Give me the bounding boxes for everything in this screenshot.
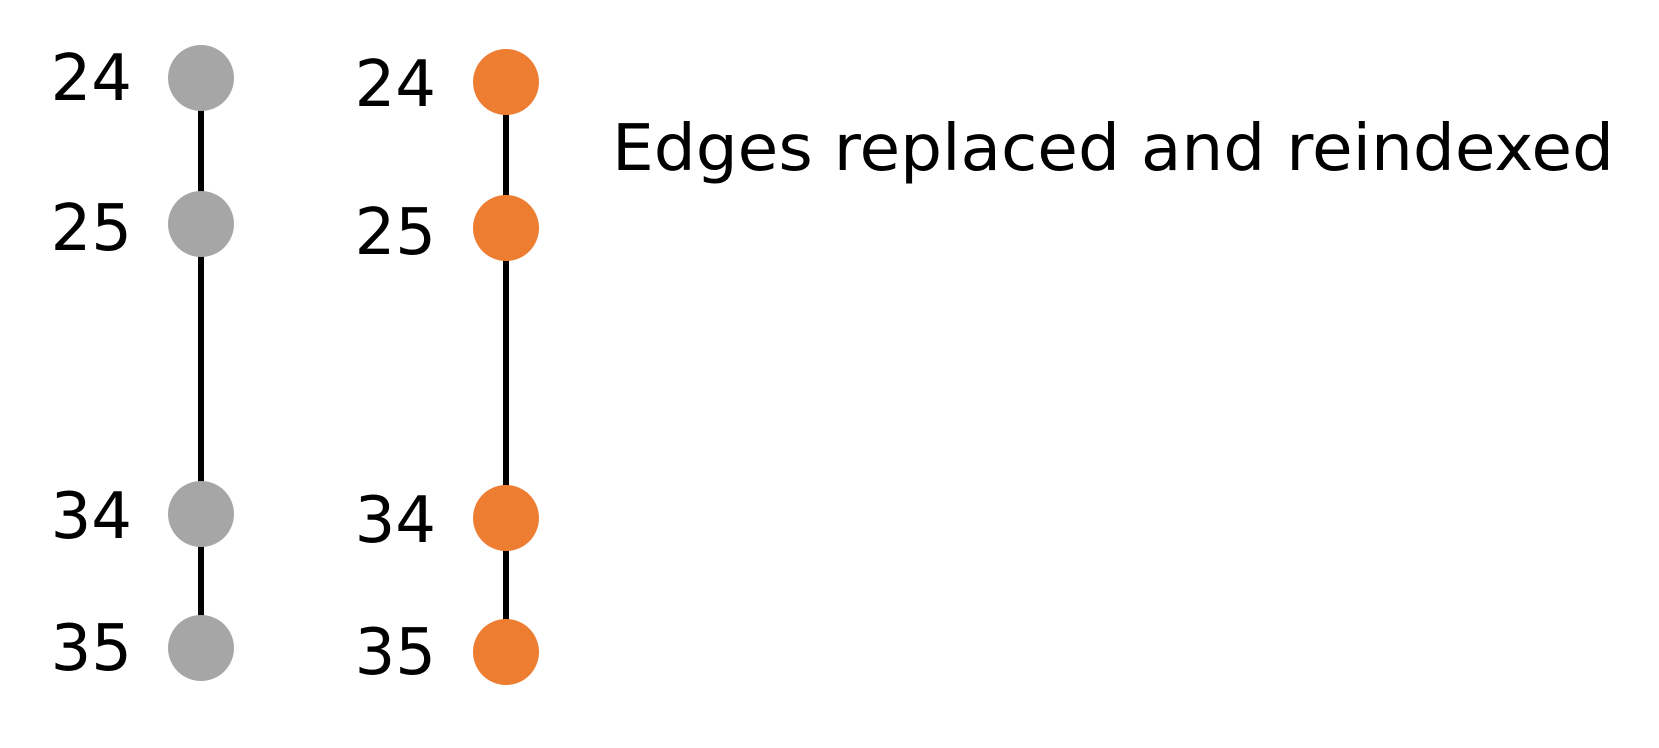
right-node-label-34: 34 — [355, 484, 436, 558]
right-node-24 — [473, 49, 539, 115]
left-node-24 — [168, 45, 234, 111]
left-node-label-35: 35 — [51, 612, 132, 686]
left-node-25 — [168, 191, 234, 257]
right-node-34 — [473, 485, 539, 551]
right-node-label-24: 24 — [355, 48, 436, 122]
right-node-label-35: 35 — [355, 616, 436, 690]
left-node-label-25: 25 — [51, 192, 132, 266]
right-node-25 — [473, 195, 539, 261]
right-chain: 24 25 34 35 — [355, 48, 539, 690]
diagram-caption: Edges replaced and reindexed — [612, 112, 1614, 186]
left-chain: 24 25 34 35 — [51, 42, 234, 686]
left-node-35 — [168, 615, 234, 681]
right-node-35 — [473, 619, 539, 685]
right-node-label-25: 25 — [355, 196, 436, 270]
left-node-34 — [168, 481, 234, 547]
left-node-label-34: 34 — [51, 480, 132, 554]
left-node-label-24: 24 — [51, 42, 132, 116]
